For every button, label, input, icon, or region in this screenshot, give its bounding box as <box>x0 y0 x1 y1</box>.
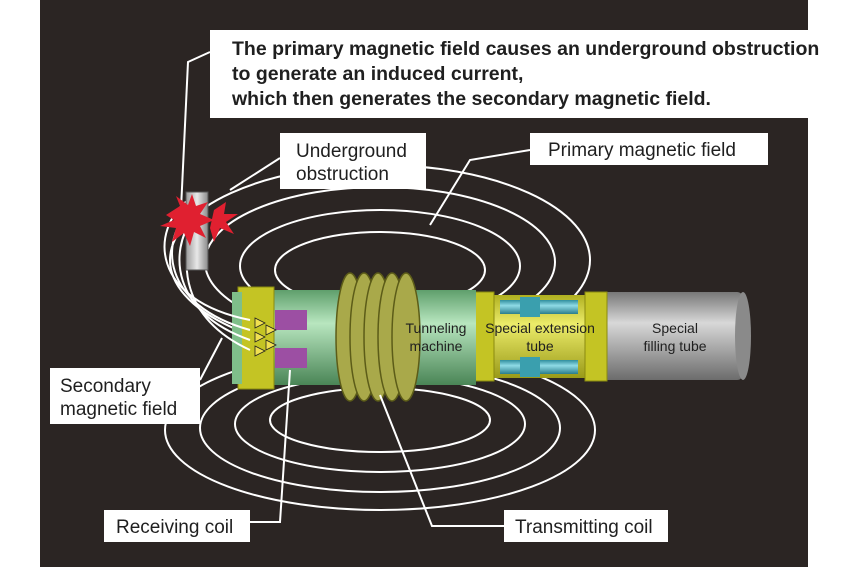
callout-secondary-field <box>50 368 200 424</box>
label-extension-tube-1: Special extension <box>485 320 595 336</box>
header-connector <box>179 51 211 231</box>
receiving-coil-upper <box>275 310 307 330</box>
connector-obstruction <box>229 157 281 191</box>
label-tunneling-machine-2: machine <box>410 338 463 354</box>
callout-underground-obstruction-line-2: obstruction <box>296 164 389 185</box>
tunneling-assembly: Tunneling machine Special extension tube… <box>232 272 751 402</box>
callout-primary-field <box>530 133 768 165</box>
connector-transmitting <box>379 394 504 527</box>
callout-receiving-coil-text: Receiving coil <box>116 517 233 538</box>
header-banner <box>210 30 808 118</box>
header-line-2: to generate an induced current, <box>232 63 523 85</box>
connector-receiving <box>250 369 291 523</box>
label-filling-tube-1: Special <box>652 320 698 336</box>
header-line-3: which then generates the secondary magne… <box>231 88 711 110</box>
callout-secondary-field-line-1: Secondary <box>60 376 151 397</box>
label-filling-tube-2: filling tube <box>643 338 706 354</box>
callout-underground-obstruction-line-1: Underground <box>296 141 407 162</box>
label-extension-tube-2: tube <box>526 338 553 354</box>
callout-primary-field-text: Primary magnetic field <box>548 140 736 161</box>
callout-receiving-coil <box>104 510 250 542</box>
callout-transmitting-coil <box>504 510 668 542</box>
spark-icon <box>160 194 214 246</box>
label-tunneling-machine-1: Tunneling <box>406 320 467 336</box>
callout-secondary-field-line-2: magnetic field <box>60 399 177 420</box>
header-line-1: The primary magnetic field causes an und… <box>232 38 819 60</box>
connector-secondary <box>199 337 223 381</box>
receiving-coil-lower <box>275 348 307 368</box>
connector-primary <box>429 149 531 226</box>
spark-icon-right <box>210 202 238 242</box>
receiver-arrows <box>254 317 277 357</box>
filling-tube <box>600 292 743 380</box>
callout-transmitting-coil-text: Transmitting coil <box>515 517 653 538</box>
transmitting-coil <box>335 272 421 402</box>
callout-underground-obstruction <box>280 133 426 189</box>
